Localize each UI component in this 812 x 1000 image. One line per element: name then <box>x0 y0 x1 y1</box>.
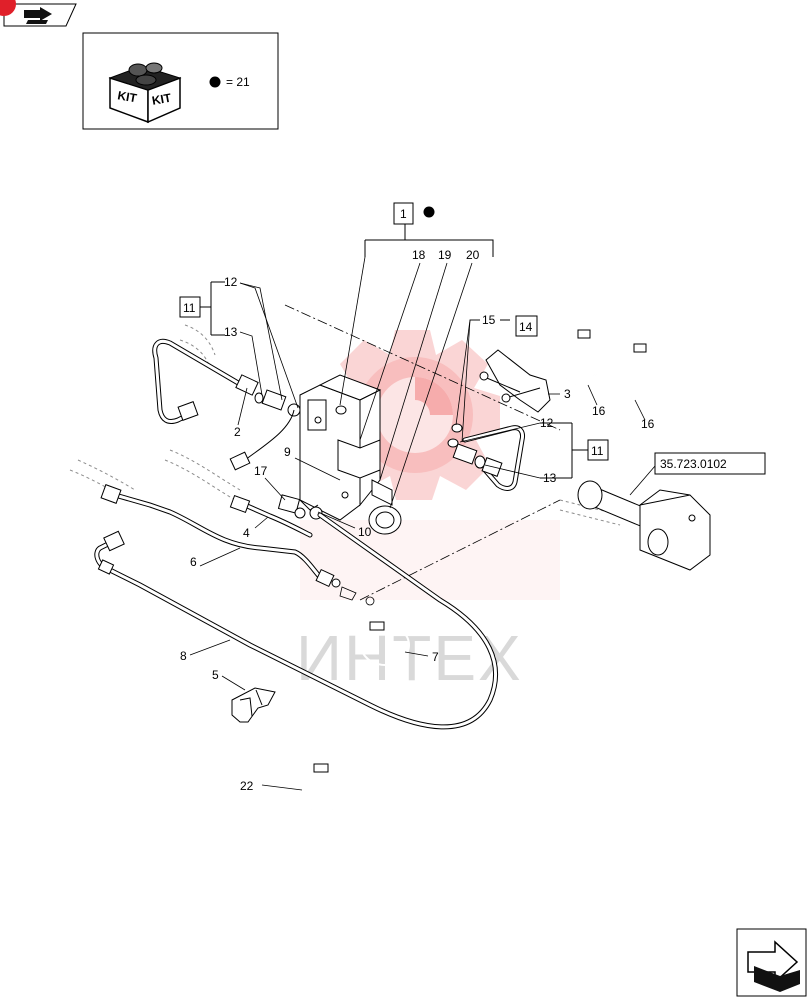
callout-10[interactable]: 10 <box>358 525 372 539</box>
callout-20[interactable]: 20 <box>466 248 480 262</box>
prev-page-icon <box>24 7 52 24</box>
callout-16b[interactable]: 16 <box>641 417 655 431</box>
hose-clamp-7[interactable] <box>360 621 410 666</box>
pipe-4[interactable] <box>229 494 313 538</box>
bullet-marker <box>209 76 221 88</box>
kit-icon: KIT KIT <box>108 62 182 124</box>
pipe-6[interactable] <box>100 484 375 606</box>
svg-text:1: 1 <box>400 207 407 221</box>
callout-7[interactable]: 7 <box>432 650 439 664</box>
callout-16a[interactable]: 16 <box>592 404 606 418</box>
callout-4[interactable]: 4 <box>243 526 250 540</box>
callout-11-left[interactable]: 11 <box>179 296 201 318</box>
callout-13-left[interactable]: 13 <box>224 325 238 339</box>
kit-label-left: KIT <box>116 88 138 105</box>
bracket-3[interactable] <box>479 349 551 413</box>
reference-link[interactable]: 35.723.0102 <box>654 452 766 475</box>
callout-15[interactable]: 15 <box>482 313 496 327</box>
svg-text:14: 14 <box>519 320 533 334</box>
pipe-8[interactable] <box>94 512 499 730</box>
hose-assembly-right[interactable] <box>447 423 525 491</box>
callout-19[interactable]: 19 <box>438 248 452 262</box>
cylinder-assembly[interactable] <box>577 480 711 571</box>
callout-5[interactable]: 5 <box>212 668 219 682</box>
prev-page-button[interactable] <box>3 3 77 27</box>
callout-17[interactable]: 17 <box>254 464 268 478</box>
hose-clamp-16b[interactable] <box>610 340 666 404</box>
callout-18[interactable]: 18 <box>412 248 426 262</box>
svg-text:11: 11 <box>183 301 196 315</box>
svg-text:11: 11 <box>591 444 604 458</box>
callout-11-right[interactable]: 11 <box>587 439 609 461</box>
callout-8[interactable]: 8 <box>180 649 187 663</box>
svg-text:35.723.0102: 35.723.0102 <box>660 457 727 471</box>
callout-3[interactable]: 3 <box>564 387 571 401</box>
callout-1[interactable]: 1 <box>393 202 414 225</box>
callout-12-right[interactable]: 12 <box>540 416 554 430</box>
hose-clamp-22[interactable] <box>301 763 343 815</box>
hose-clamp-16a[interactable] <box>554 326 610 390</box>
callouts: 1 18 19 20 12 11 13 2 15 14 3 16 16 12 1… <box>179 202 766 793</box>
valve-block[interactable] <box>299 374 402 535</box>
leader-lines <box>189 224 656 791</box>
page-badge <box>0 0 16 16</box>
hose-12-left[interactable] <box>244 409 295 461</box>
seal-ring[interactable] <box>335 405 347 415</box>
callout-14[interactable]: 14 <box>515 315 538 337</box>
kit-label-right: KIT <box>151 91 173 108</box>
callout-2[interactable]: 2 <box>234 425 241 439</box>
next-page-button[interactable] <box>736 928 807 997</box>
callout-12-left[interactable]: 12 <box>224 275 238 289</box>
callout-13-right[interactable]: 13 <box>543 471 557 485</box>
bullet-quantity-label: = 21 <box>226 75 250 89</box>
hose-assembly-left[interactable] <box>152 338 259 425</box>
next-page-icon <box>747 940 800 992</box>
kit-box: KIT KIT = 21 <box>82 32 279 130</box>
kit-bullet-marker <box>423 206 435 218</box>
callout-22[interactable]: 22 <box>240 779 254 793</box>
clip-5[interactable] <box>231 687 276 723</box>
callout-6[interactable]: 6 <box>190 555 197 569</box>
fitting-17[interactable] <box>277 494 323 520</box>
callout-9[interactable]: 9 <box>284 445 291 459</box>
